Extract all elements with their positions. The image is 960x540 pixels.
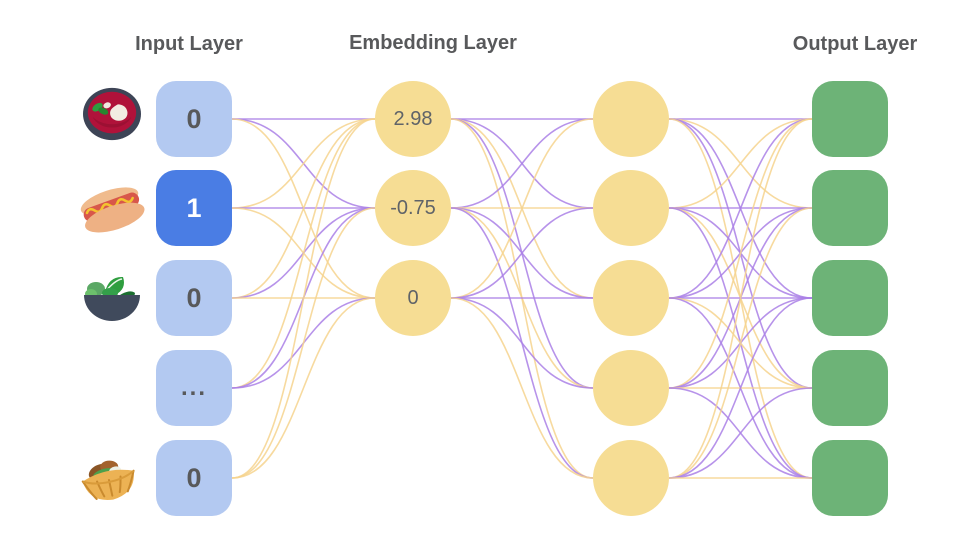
input-node-4: ... xyxy=(156,350,232,426)
output-node-2 xyxy=(812,170,888,246)
input-node-1: 0 xyxy=(156,81,232,157)
salad-icon xyxy=(84,276,140,321)
edge xyxy=(231,207,376,479)
soup-icon xyxy=(83,87,141,141)
input-node-value: 0 xyxy=(186,282,202,313)
embedding-node-1: 2.98 xyxy=(375,81,451,157)
input-node-5: 0 xyxy=(156,440,232,516)
input-node-value: 0 xyxy=(186,462,202,493)
edge xyxy=(450,118,594,299)
edge xyxy=(450,207,594,299)
embedding-node-2: -0.75 xyxy=(375,170,451,246)
pita-icon xyxy=(81,460,135,500)
edge xyxy=(231,118,376,389)
embedding-node-value: -0.75 xyxy=(390,196,436,219)
input-node-3: 0 xyxy=(156,260,232,336)
input-node-value: 0 xyxy=(186,103,202,134)
edge xyxy=(231,297,376,479)
edge xyxy=(668,118,813,299)
input-node-value: 1 xyxy=(186,192,202,223)
hidden-node-4 xyxy=(593,350,669,426)
edge xyxy=(231,118,376,299)
hotdog-icon xyxy=(80,187,145,233)
edge xyxy=(668,297,813,479)
edge xyxy=(668,387,813,479)
output-node-5 xyxy=(812,440,888,516)
edge xyxy=(668,118,813,389)
embedding-node-3: 0 xyxy=(375,260,451,336)
hidden-node-5 xyxy=(593,440,669,516)
output-node-4 xyxy=(812,350,888,426)
embedding-node-value: 2.98 xyxy=(393,107,433,130)
edge xyxy=(450,297,594,479)
input-layer-title: Input Layer xyxy=(135,33,243,55)
hidden-node-2 xyxy=(593,170,669,246)
output-node-3 xyxy=(812,260,888,336)
edge xyxy=(450,118,594,209)
edge xyxy=(668,118,813,209)
output-node-1 xyxy=(812,81,888,157)
embedding-node-value: 0 xyxy=(407,286,419,309)
hidden-node-1 xyxy=(593,81,669,157)
embedding-layer-title: Embedding Layer xyxy=(349,32,517,54)
edge xyxy=(231,118,376,479)
edge xyxy=(231,118,376,209)
hidden-node-3 xyxy=(593,260,669,336)
input-node-2: 1 xyxy=(156,170,232,246)
edge xyxy=(668,207,813,479)
output-layer-title: Output Layer xyxy=(792,33,918,55)
edge xyxy=(450,297,594,389)
input-node-value: ... xyxy=(180,374,207,401)
edge xyxy=(668,118,813,479)
